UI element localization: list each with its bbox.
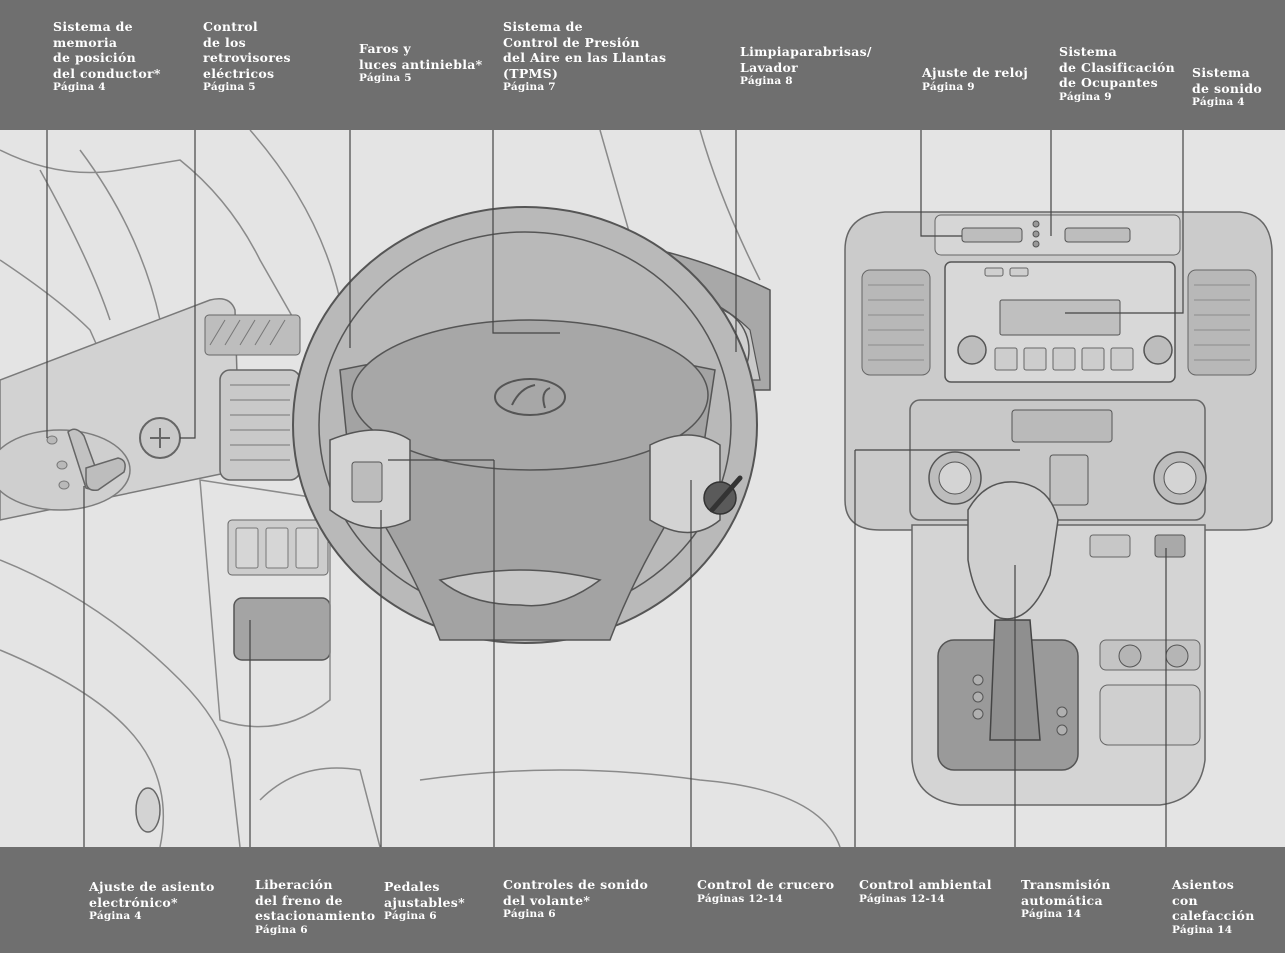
label-seat-memory: Sistema de memoria de posición del condu… [53, 19, 161, 94]
label-title: Pedales ajustables* [384, 879, 465, 910]
label-occupant: Sistema de Clasificación de Ocupantes Pá… [1059, 44, 1175, 104]
label-pedals: Pedales ajustables* Página 6 [384, 879, 465, 923]
label-page: Páginas 12-14 [697, 893, 834, 906]
label-page: Página 9 [1059, 91, 1175, 104]
label-title: Ajuste de asiento electrónico* [89, 879, 215, 910]
steering-wheel [293, 207, 757, 643]
label-wipers: Limpiaparabrisas/ Lavador Página 8 [740, 44, 872, 88]
label-title: Controles de sonido del volante* [503, 877, 648, 908]
label-sound: Sistema de sonido Página 4 [1192, 65, 1262, 109]
label-title: Control ambiental [859, 877, 992, 893]
center-stack [845, 212, 1272, 805]
label-wheel-audio: Controles de sonido del volante* Página … [503, 877, 648, 921]
label-title: Liberación del freno de estacionamiento [255, 877, 375, 924]
label-tpms: Sistema de Control de Presión del Aire e… [503, 19, 666, 94]
label-title: Transmisión automática [1021, 877, 1111, 908]
label-cruise: Control de crucero Páginas 12-14 [697, 877, 834, 906]
label-transmission: Transmisión automática Página 14 [1021, 877, 1111, 921]
label-title: Ajuste de reloj [922, 65, 1028, 81]
label-mirrors: Control de los retrovisores eléctricos P… [203, 19, 291, 94]
label-page: Páginas 12-14 [859, 893, 992, 906]
label-climate: Control ambiental Páginas 12-14 [859, 877, 992, 906]
label-page: Página 14 [1021, 908, 1111, 921]
label-page: Página 6 [384, 910, 465, 923]
label-heated-seats: Asientos con calefacción Página 14 [1172, 877, 1285, 937]
label-parking-brake: Liberación del freno de estacionamiento … [255, 877, 375, 937]
label-title: Asientos con calefacción [1172, 877, 1285, 924]
label-page: Página 14 [1172, 924, 1285, 937]
label-title: Control de los retrovisores eléctricos [203, 19, 291, 81]
label-title: Sistema de Control de Presión del Aire e… [503, 19, 666, 81]
label-clock: Ajuste de reloj Página 9 [922, 65, 1028, 94]
label-power-seat: Ajuste de asiento electrónico* Página 4 [89, 879, 215, 923]
left-dash-panel [0, 299, 330, 832]
label-page: Página 8 [740, 75, 872, 88]
label-page: Página 6 [255, 924, 375, 937]
label-page: Página 6 [503, 908, 648, 921]
label-page: Página 9 [922, 81, 1028, 94]
label-lights: Faros y luces antiniebla* Página 5 [359, 41, 483, 85]
label-page: Página 5 [203, 81, 291, 94]
label-title: Control de crucero [697, 877, 834, 893]
label-title: Sistema de sonido [1192, 65, 1262, 96]
label-title: Sistema de Clasificación de Ocupantes [1059, 44, 1175, 91]
label-page: Página 4 [89, 910, 215, 923]
label-title: Sistema de memoria de posición del condu… [53, 19, 161, 81]
label-page: Página 5 [359, 72, 483, 85]
label-title: Faros y luces antiniebla* [359, 41, 483, 72]
label-page: Página 4 [1192, 96, 1262, 109]
label-title: Limpiaparabrisas/ Lavador [740, 44, 872, 75]
label-page: Página 4 [53, 81, 161, 94]
label-page: Página 7 [503, 81, 666, 94]
